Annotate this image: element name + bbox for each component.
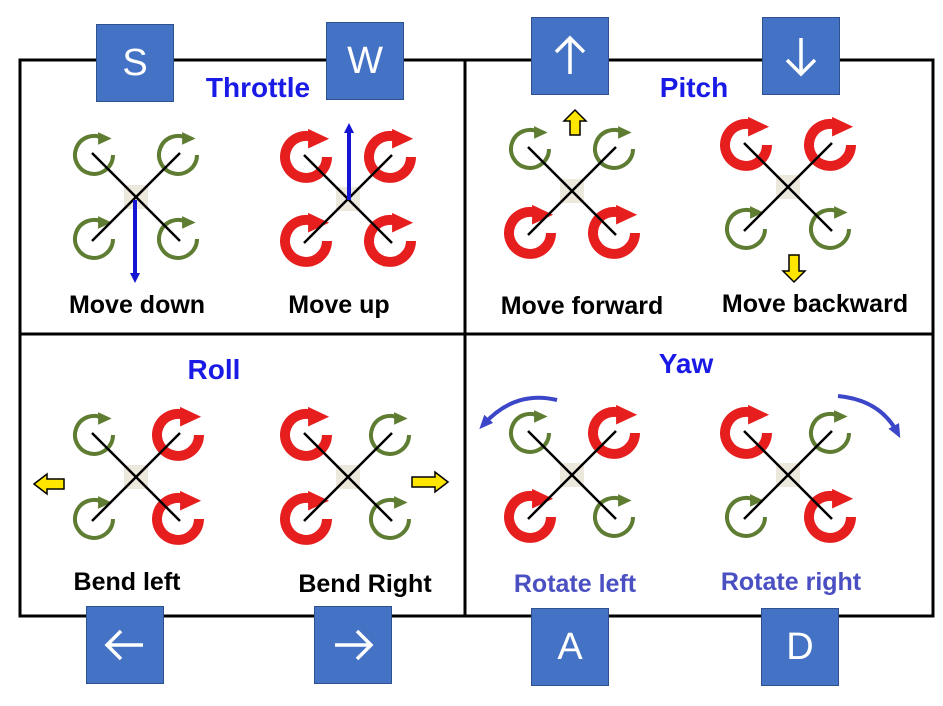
right-arrow-icon bbox=[335, 629, 374, 661]
green-rotor bbox=[73, 216, 115, 260]
green-rotor bbox=[725, 494, 767, 538]
pitch-right-drone bbox=[720, 116, 856, 250]
red-rotor bbox=[720, 404, 772, 459]
backward-arrow-icon bbox=[781, 254, 807, 284]
bend-left-caption: Bend left bbox=[73, 568, 181, 596]
green-rotor bbox=[157, 216, 199, 260]
red-rotor bbox=[588, 404, 640, 459]
red-rotor bbox=[720, 116, 772, 171]
s-key: S bbox=[96, 24, 174, 102]
roll-left-drone bbox=[73, 406, 204, 545]
yaw-right-drone bbox=[720, 404, 856, 543]
yaw-title: Yaw bbox=[658, 348, 714, 379]
d-key: D bbox=[761, 608, 839, 686]
rotate-right-caption: Rotate right bbox=[720, 568, 862, 596]
roll-right-drone bbox=[280, 406, 411, 545]
drone-arm bbox=[743, 430, 833, 520]
drone-arm bbox=[91, 152, 181, 242]
w-key-label: W bbox=[347, 40, 383, 82]
red-rotor bbox=[504, 488, 556, 543]
green-rotor bbox=[725, 206, 767, 250]
rotate-left-caption: Rotate left bbox=[513, 570, 637, 598]
roll-title: Roll bbox=[187, 354, 241, 385]
green-rotor bbox=[369, 496, 411, 540]
pitch-title: Pitch bbox=[659, 72, 729, 103]
drone-arm bbox=[91, 432, 181, 522]
green-rotor bbox=[73, 496, 115, 540]
green-rotor bbox=[369, 412, 411, 456]
red-rotor bbox=[804, 116, 856, 171]
s-key-label: S bbox=[122, 42, 148, 84]
forward-arrow-icon bbox=[562, 108, 588, 136]
green-rotor bbox=[593, 126, 635, 170]
down-key bbox=[762, 17, 840, 95]
rotate-left-arrow bbox=[479, 395, 558, 430]
red-rotor bbox=[152, 406, 204, 461]
red-rotor bbox=[364, 128, 416, 183]
a-key: A bbox=[531, 608, 609, 686]
right-key bbox=[314, 606, 392, 684]
a-key-label: A bbox=[557, 626, 583, 668]
move-backward-caption: Move backward bbox=[721, 290, 909, 318]
bend-right-caption: Bend Right bbox=[298, 570, 432, 598]
green-rotor bbox=[593, 494, 635, 538]
move-forward-caption: Move forward bbox=[500, 292, 664, 320]
left-arrow-icon bbox=[104, 629, 143, 661]
d-key-label: D bbox=[786, 626, 814, 668]
bend-right-arrow-icon bbox=[411, 470, 450, 494]
bend-left-arrow-icon bbox=[32, 472, 65, 496]
pitch-left-drone bbox=[504, 126, 640, 259]
green-rotor bbox=[157, 132, 199, 176]
diagram-frame bbox=[18, 58, 935, 618]
rotate-right-arrow bbox=[837, 394, 901, 439]
move-down-caption: Move down bbox=[68, 291, 206, 319]
move-up-caption: Move up bbox=[288, 291, 390, 319]
left-key bbox=[86, 606, 164, 684]
red-rotor bbox=[280, 490, 332, 545]
red-rotor bbox=[364, 212, 416, 267]
down-arrow-icon bbox=[785, 38, 817, 77]
red-rotor bbox=[280, 212, 332, 267]
red-rotor bbox=[804, 488, 856, 543]
throttle-title: Throttle bbox=[205, 72, 311, 103]
red-rotor bbox=[152, 490, 204, 545]
w-key: W bbox=[326, 22, 404, 100]
yaw-left-drone bbox=[504, 404, 640, 543]
drone-arm bbox=[743, 142, 833, 232]
drone-arm bbox=[527, 430, 617, 520]
green-rotor bbox=[809, 410, 851, 454]
red-rotor bbox=[588, 204, 640, 259]
up-key bbox=[531, 17, 609, 95]
red-rotor bbox=[504, 204, 556, 259]
green-rotor bbox=[809, 206, 851, 250]
red-rotor bbox=[280, 128, 332, 183]
red-rotor bbox=[280, 406, 332, 461]
drone-arm bbox=[527, 146, 617, 236]
drone-arm bbox=[303, 432, 393, 522]
up-arrow-icon bbox=[554, 35, 586, 74]
